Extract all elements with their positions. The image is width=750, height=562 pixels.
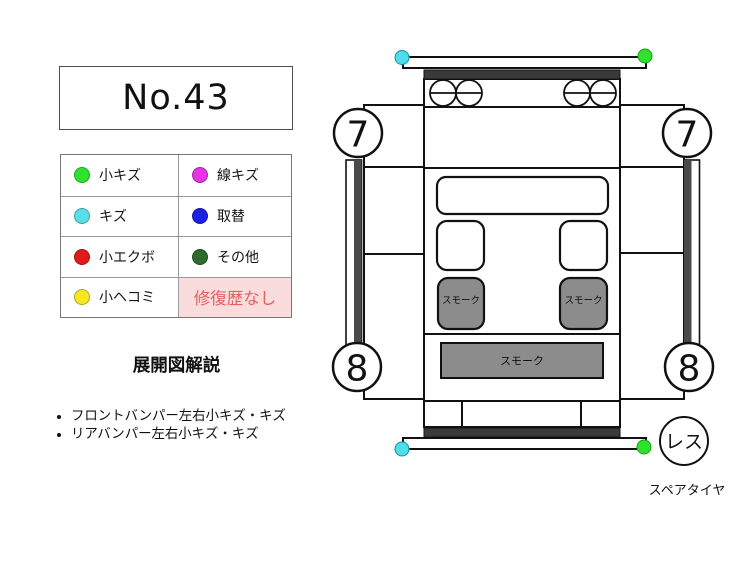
smoke-label: スモーク bbox=[442, 296, 480, 307]
front-trim-strip bbox=[423, 69, 621, 80]
front-right-score-circle: 7 bbox=[661, 107, 713, 159]
left-sill-strip bbox=[345, 159, 363, 349]
rear-right-score-circle: 8 bbox=[663, 341, 715, 393]
rear-window-smoked: スモーク bbox=[440, 342, 604, 379]
front-right-score: 7 bbox=[676, 115, 699, 156]
scratch-dot-icon bbox=[74, 208, 90, 225]
damage-notes-list: フロントバンパー左右小キズ・キズ リアバンパー左右小キズ・キズ bbox=[52, 408, 312, 444]
right-sill-strip bbox=[683, 159, 701, 349]
small-dent-dot-icon bbox=[74, 289, 90, 306]
rear-left-door-window-smoked: スモーク bbox=[436, 276, 486, 331]
front-left-score-circle: 7 bbox=[332, 107, 384, 159]
legend-cell-scratch: キズ bbox=[61, 195, 178, 237]
rear-left-score: 8 bbox=[346, 349, 369, 390]
small-scratch-dot-icon bbox=[74, 167, 90, 184]
rear-bumper-left-scratch-dot bbox=[394, 441, 410, 457]
sheet-number: No.43 bbox=[122, 78, 230, 118]
front-bumper-right-small-scratch-dot bbox=[637, 48, 653, 64]
legend-cell-small-dent: 小ヘコミ bbox=[61, 276, 178, 318]
smoke-label: スモーク bbox=[500, 355, 544, 368]
front-left-score: 7 bbox=[347, 115, 370, 156]
front-bumper bbox=[402, 56, 647, 69]
no-repair-history-cell: 修復歴なし bbox=[178, 276, 291, 317]
sheet-number-box: No.43 bbox=[59, 66, 293, 130]
front-right-door-window bbox=[558, 219, 609, 272]
other-dot-icon bbox=[192, 248, 208, 265]
tailgate-section bbox=[423, 400, 621, 428]
legend-label: 取替 bbox=[217, 209, 245, 226]
legend-label: 小エクボ bbox=[99, 249, 155, 266]
rear-right-door-window-smoked: スモーク bbox=[558, 276, 609, 331]
rear-left-score-circle: 8 bbox=[331, 341, 383, 393]
spare-tire-caption: スペアタイヤ bbox=[649, 484, 726, 499]
legend-label: 小ヘコミ bbox=[99, 290, 155, 307]
replace-dot-icon bbox=[192, 208, 208, 225]
front-bumper-left-scratch-dot bbox=[394, 50, 410, 65]
legend-label: 小キズ bbox=[99, 168, 141, 185]
no-repair-history-label: 修復歴なし bbox=[193, 289, 277, 309]
rear-trim-strip bbox=[423, 427, 621, 438]
diagram-explanation-title: 展開図解説 bbox=[132, 356, 221, 376]
rear-bumper-right-small-scratch-dot bbox=[636, 439, 652, 455]
legend-cell-small-scratch: 小キズ bbox=[61, 155, 178, 196]
damage-note-rear-bumper: リアバンパー左右小キズ・キズ bbox=[71, 426, 312, 444]
legend-cell-other: その他 bbox=[178, 236, 291, 277]
legend-cell-replace: 取替 bbox=[178, 195, 291, 236]
windshield bbox=[435, 175, 610, 216]
rear-bumper bbox=[402, 437, 647, 450]
legend-label: その他 bbox=[217, 249, 259, 266]
damage-legend-table: 小キズ 線キズ キズ 取替 小エクボ その他 小ヘコミ 修復歴なし bbox=[60, 154, 292, 318]
front-left-door-window bbox=[435, 219, 486, 272]
legend-label: キズ bbox=[99, 209, 127, 226]
rear-right-score: 8 bbox=[678, 349, 701, 390]
line-scratch-dot-icon bbox=[192, 167, 208, 184]
car-expanded-view-diagram: スモーク スモーク スモーク bbox=[331, 48, 726, 499]
legend-cell-small-dimple: 小エクボ bbox=[61, 236, 178, 277]
spare-tire-less-label: レス bbox=[665, 431, 703, 453]
spare-tire-less-circle: レス bbox=[659, 416, 709, 466]
headlight-icons bbox=[429, 79, 617, 107]
legend-label: 線キズ bbox=[217, 168, 259, 185]
legend-cell-line-scratch: 線キズ bbox=[178, 155, 291, 196]
small-dimple-dot-icon bbox=[74, 248, 90, 265]
smoke-label: スモーク bbox=[564, 296, 602, 307]
damage-note-front-bumper: フロントバンパー左右小キズ・キズ bbox=[71, 408, 312, 426]
